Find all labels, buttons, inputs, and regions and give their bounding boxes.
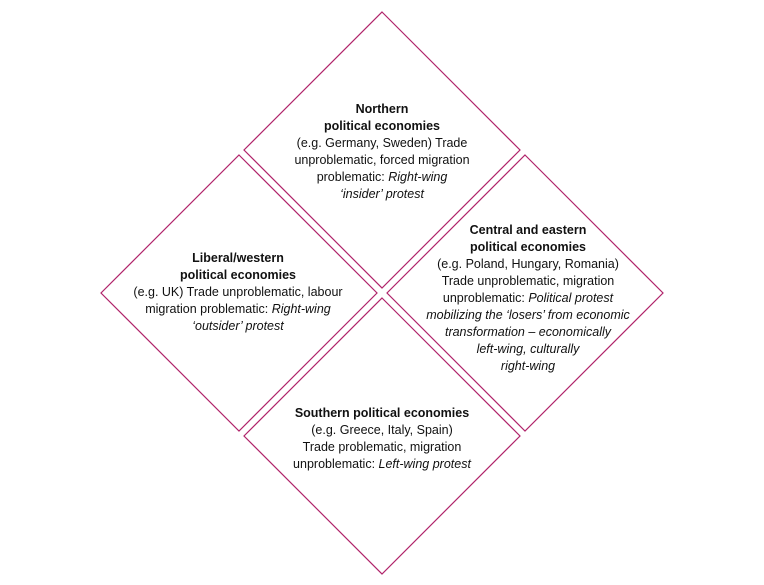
northern-text-line3-italic: Right-wing [388, 170, 448, 184]
southern-text-line3-italic: Left-wing protest [378, 457, 471, 471]
eastern-title-line2: political economies [469, 240, 586, 254]
eastern-text-line3-plain: unproblematic: [442, 291, 529, 305]
eastern-text-line4: mobilizing the ‘losers’ from economic [426, 308, 630, 322]
western-text-line3: ‘outsider’ protest [192, 319, 284, 333]
eastern-text-line7: right-wing [500, 359, 556, 373]
northern-text-line3: problematic: Right-wing [282, 169, 482, 186]
eastern-text-line1: (e.g. Poland, Hungary, Romania) [437, 257, 619, 271]
western-title-line1: Liberal/western [192, 251, 284, 265]
eastern-text-line6: left-wing, culturally [476, 342, 580, 356]
southern-label: Southern political economies (e.g. Greec… [266, 405, 498, 473]
eastern-title-line1: Central and eastern [469, 223, 587, 237]
southern-text-line1: (e.g. Greece, Italy, Spain) [311, 423, 453, 437]
western-text-line1: (e.g. UK) Trade unproblematic, labour [133, 285, 343, 299]
southern-title-line1: Southern political economies [294, 406, 470, 420]
northern-text-line2: unproblematic, forced migration [294, 153, 470, 167]
liberal-western-label: Liberal/western political economies (e.g… [118, 250, 358, 335]
northern-label: Northern political economies (e.g. Germa… [282, 101, 482, 203]
diamond-liberal-western [100, 154, 378, 432]
western-text-line2: migration problematic: Right-wing [118, 301, 358, 318]
northern-title-line1: Northern [355, 102, 409, 116]
central-eastern-label: Central and eastern political economies … [414, 222, 642, 375]
eastern-text-line3-italic: Political protest [528, 291, 614, 305]
southern-text-line2: Trade problematic, migration [302, 440, 462, 454]
northern-text-line3-plain: problematic: [316, 170, 389, 184]
northern-title-line2: political economies [323, 119, 440, 133]
western-title-line2: political economies [179, 268, 296, 282]
southern-text-line3: unproblematic: Left-wing protest [266, 456, 498, 473]
diamond-southern [243, 297, 521, 575]
eastern-text-line3: unproblematic: Political protest [414, 290, 642, 307]
southern-text-line3-plain: unproblematic: [293, 457, 379, 471]
western-text-line2-plain: migration problematic: [145, 302, 272, 316]
western-text-line2-italic: Right-wing [271, 302, 331, 316]
diamond-central-eastern [386, 154, 664, 432]
northern-text-line1: (e.g. Germany, Sweden) Trade [296, 136, 468, 150]
eastern-text-line5: transformation – economically [444, 325, 612, 339]
northern-text-line4: ‘insider’ protest [340, 187, 424, 201]
diamond-northern [243, 11, 521, 289]
eastern-text-line2: Trade unproblematic, migration [441, 274, 615, 288]
